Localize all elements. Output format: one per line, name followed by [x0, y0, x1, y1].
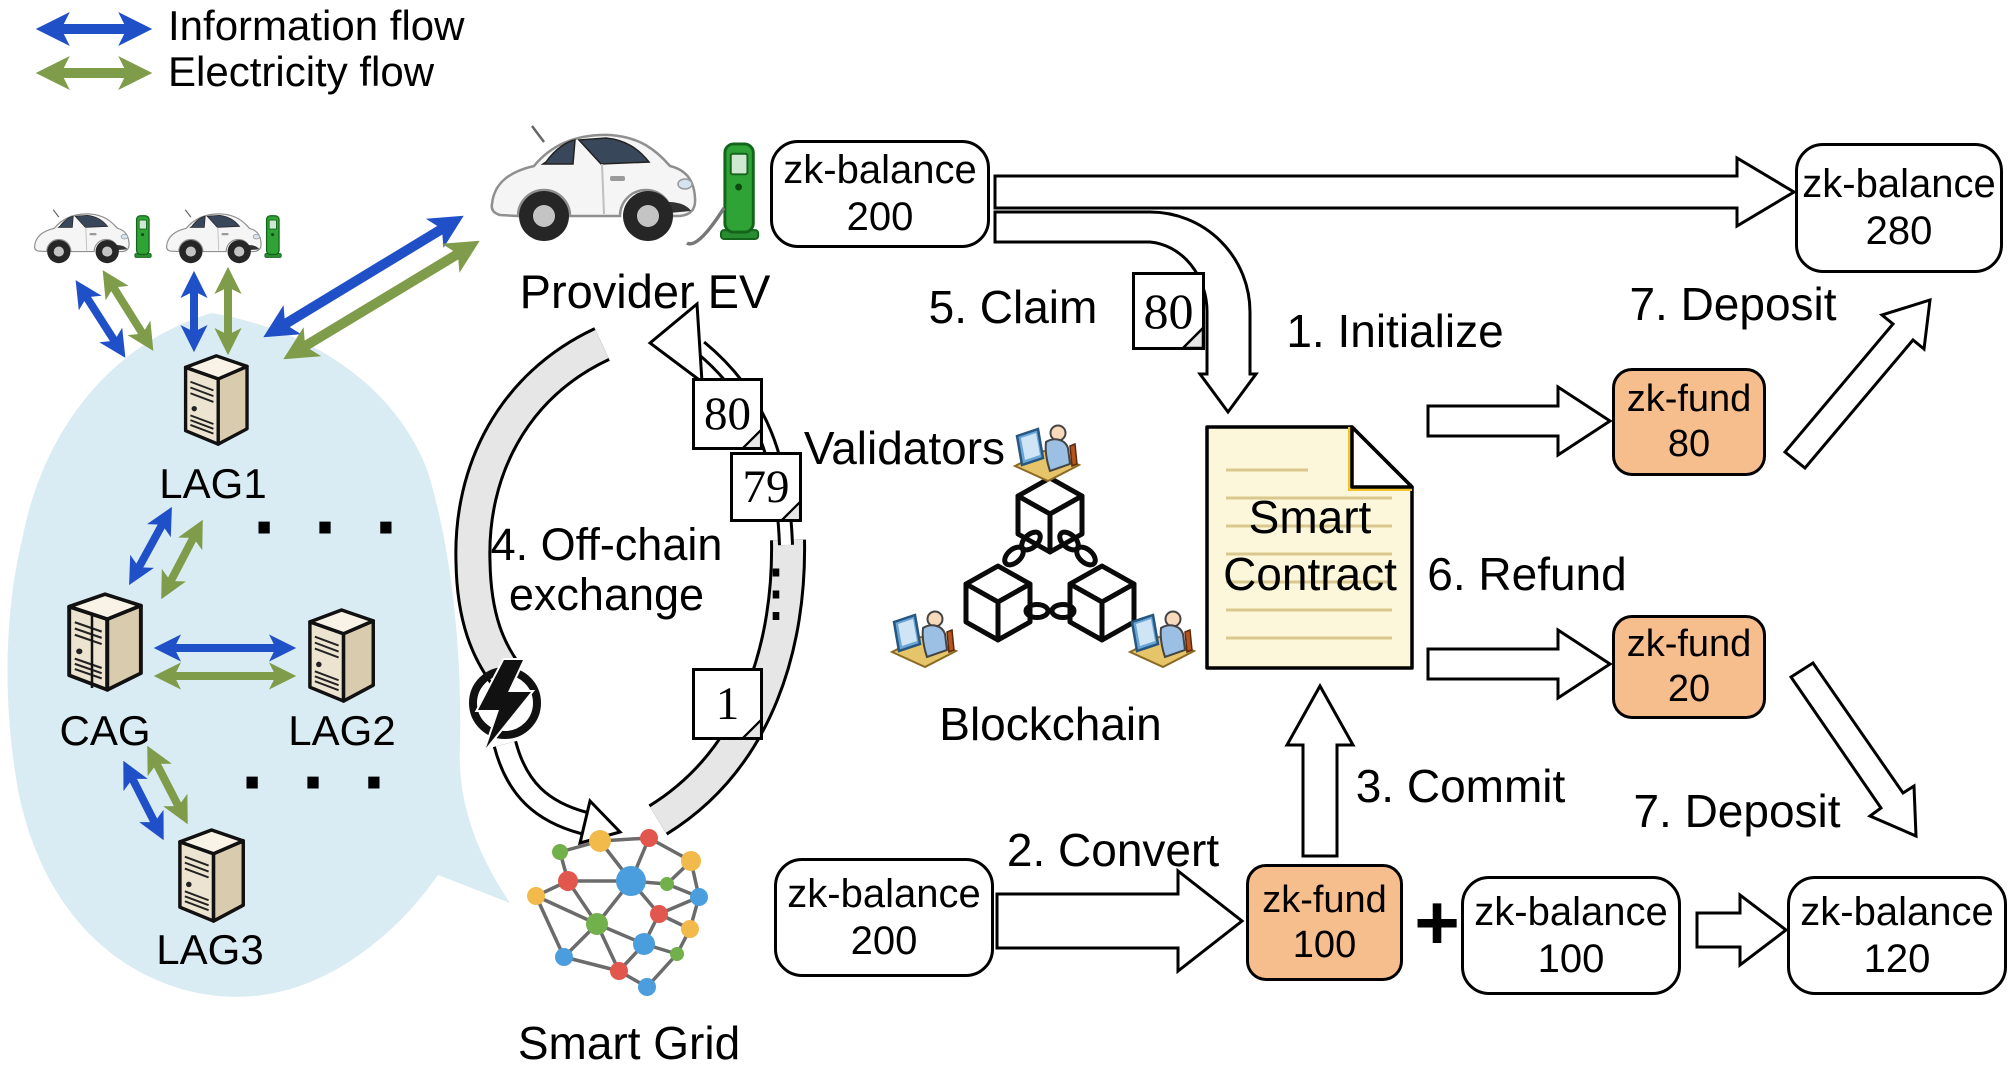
grid-zk-balance-200-box: zk-balance 200 — [774, 858, 994, 977]
doc-fold-icon — [742, 719, 762, 739]
token-value: 200 — [850, 918, 918, 963]
zk-fund-100-box: zk-fund 100 — [1246, 864, 1403, 981]
step-commit-label: 3. Commit — [1355, 760, 1566, 812]
step-claim-label: 5. Claim — [928, 281, 1098, 333]
provider-zk-balance-200-box: zk-balance 200 — [770, 140, 990, 248]
receipt-ellipsis: ⋮ — [744, 556, 808, 628]
step-deposit-bottom-label: 7. Deposit — [1633, 785, 1841, 837]
doc-fold-icon — [781, 501, 801, 521]
token-label: zk-fund — [1626, 623, 1752, 665]
claim-arrow — [993, 210, 1259, 415]
token-label: zk-balance — [1800, 889, 1994, 934]
deposit-top-arrow — [1782, 297, 1932, 471]
lag3-server-icon — [178, 828, 245, 923]
small-charger-1 — [134, 215, 152, 259]
small-ev-1 — [33, 209, 130, 264]
receipt-79-doc: 79 — [730, 452, 802, 522]
cluster-node-lag3-label: LAG3 — [156, 926, 264, 973]
step-convert-label: 2. Convert — [1006, 824, 1220, 876]
step-offchain-line1: 4. Off-chain — [490, 519, 723, 570]
step-deposit-top-label: 7. Deposit — [1629, 278, 1837, 330]
cluster-ellipsis-upper: · · · — [253, 482, 408, 571]
zk-fund-20-box: zk-fund 20 — [1612, 615, 1766, 719]
grid-zk-balance-100-box: zk-balance 100 — [1461, 876, 1681, 995]
token-value: 100 — [1537, 936, 1605, 981]
balance-to-280-arrow — [993, 155, 1797, 229]
token-value: 120 — [1863, 936, 1931, 981]
smart-contract-line2: Contract — [1223, 548, 1397, 600]
cluster-node-cag-label: CAG — [59, 707, 151, 754]
provider-ev-label: Provider EV — [519, 265, 771, 318]
cluster-node-lag1-label: LAG1 — [159, 460, 267, 507]
legend-information-flow-label: Information flow — [168, 2, 465, 49]
smart-grid-label: Smart Grid — [517, 1017, 741, 1067]
step-offchain-exchange-label: 4. Off-chain exchange — [464, 520, 749, 620]
token-label: zk-fund — [1626, 378, 1752, 420]
provider-zk-balance-280-box: zk-balance 280 — [1795, 143, 2003, 273]
receipt-1-value: 1 — [715, 678, 740, 730]
provider-ev-car — [490, 124, 697, 243]
small-ev-2 — [165, 209, 262, 264]
plus-operator: + — [1414, 878, 1460, 966]
deposit-bottom-arrow — [1788, 660, 1918, 839]
commit-arrow — [1284, 682, 1356, 858]
lightning-icon — [469, 658, 541, 750]
token-label: zk-fund — [1262, 878, 1387, 921]
blockchain-label: Blockchain — [939, 698, 1162, 750]
step-refund-label: 6. Refund — [1427, 548, 1627, 600]
receipt-79-value: 79 — [742, 461, 790, 513]
lag1-server-icon — [183, 354, 249, 446]
zk-fund-80-box: zk-fund 80 — [1612, 368, 1766, 476]
convert-arrow — [995, 867, 1245, 975]
provider-ev-electricity-arrow — [283, 240, 480, 360]
balance-100-to-120-arrow — [1695, 891, 1789, 969]
cluster-flow-arrows — [123, 506, 297, 841]
lag2-server-icon — [308, 608, 375, 703]
token-value: 20 — [1667, 668, 1711, 710]
claim-receipt-doc: 80 — [1132, 272, 1205, 350]
offchain-cycle-down-band — [454, 327, 611, 688]
validators-label: Validators — [803, 422, 1006, 474]
smart-contract-line1: Smart — [1248, 491, 1372, 543]
token-value: 200 — [846, 195, 914, 239]
receipt-80-value: 80 — [704, 388, 751, 440]
token-label: zk-balance — [1474, 889, 1668, 934]
token-value: 100 — [1292, 923, 1357, 966]
validator-icon-top — [1013, 424, 1081, 483]
offchain-to-grid-arrow — [492, 740, 623, 846]
token-label: zk-balance — [787, 871, 981, 916]
blockchain-icon — [963, 475, 1137, 643]
receipt-1-doc: 1 — [692, 668, 763, 740]
smart-contract-label: Smart Contract — [1209, 489, 1411, 603]
token-label: zk-balance — [1802, 162, 1996, 206]
step-initialize-label: 1. Initialize — [1286, 305, 1504, 357]
receipt-80-doc: 80 — [692, 378, 763, 450]
ev-cluster-flow-arrows — [75, 266, 242, 358]
legend-electricity-flow-label: Electricity flow — [168, 48, 435, 95]
smart-grid-icon — [527, 829, 708, 996]
provider-ev-charger-icon — [686, 142, 760, 246]
cluster-ellipsis-lower: · · · — [241, 737, 396, 826]
token-value: 80 — [1667, 423, 1711, 465]
grid-zk-balance-120-box: zk-balance 120 — [1787, 876, 2007, 995]
token-value: 280 — [1865, 209, 1933, 253]
validator-icon-right — [1128, 610, 1196, 669]
token-label: zk-balance — [783, 148, 977, 192]
validator-icon-left — [890, 610, 958, 669]
doc-fold-icon — [1182, 327, 1204, 349]
initialize-arrow — [1426, 384, 1613, 458]
cluster-node-lag2-label: LAG2 — [288, 707, 396, 754]
small-charger-2 — [264, 215, 282, 259]
claim-receipt-value: 80 — [1143, 283, 1194, 339]
refund-arrow — [1426, 627, 1613, 701]
cag-server-icon — [67, 592, 143, 692]
step-offchain-line2: exchange — [508, 569, 705, 620]
smart-contract-document — [1205, 425, 1414, 670]
doc-fold-icon — [742, 429, 762, 449]
